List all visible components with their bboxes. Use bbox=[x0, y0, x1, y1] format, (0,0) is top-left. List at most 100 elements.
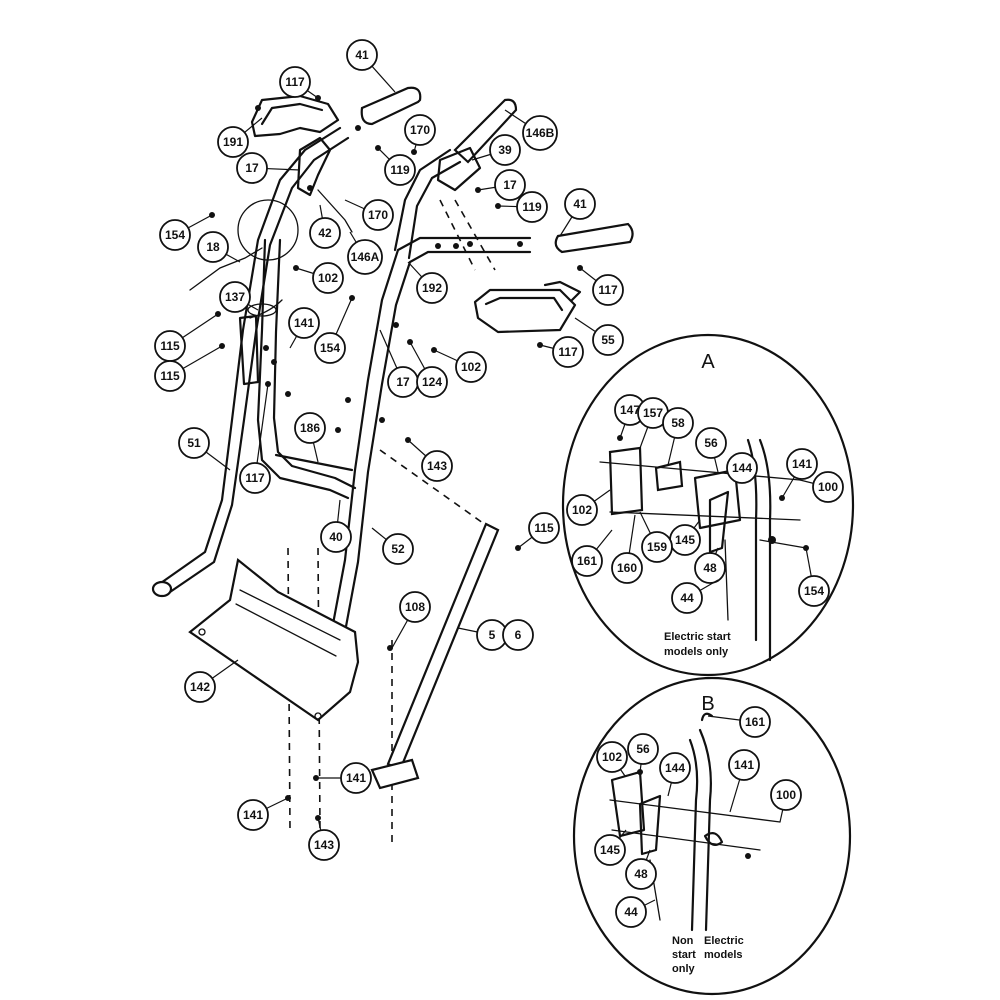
callout-circle bbox=[416, 272, 448, 304]
callout-label: 40 bbox=[329, 530, 343, 544]
callout-circle bbox=[382, 533, 414, 565]
callout-label: 137 bbox=[225, 290, 245, 304]
callout-circle bbox=[239, 462, 271, 494]
callout-117: 117 bbox=[239, 383, 271, 494]
callout-label: 102 bbox=[602, 750, 622, 764]
callout-39: 39 bbox=[471, 134, 521, 166]
callout-circle bbox=[592, 274, 624, 306]
callout-circle bbox=[770, 779, 802, 811]
callout-label: 143 bbox=[427, 459, 447, 473]
callout-label: 117 bbox=[285, 75, 305, 89]
callout-circle bbox=[421, 450, 453, 482]
callout-label: 51 bbox=[187, 436, 201, 450]
callout-circle bbox=[662, 407, 694, 439]
callout-17: 17 bbox=[236, 152, 301, 184]
callout-117: 117 bbox=[579, 267, 624, 306]
callout-circle bbox=[786, 448, 818, 480]
callout-circle bbox=[726, 452, 758, 484]
callout-circle bbox=[184, 671, 216, 703]
callout-label: 117 bbox=[245, 471, 265, 485]
callout-label: 17 bbox=[396, 375, 410, 389]
callout-label: 141 bbox=[792, 457, 812, 471]
callout-circle bbox=[340, 762, 372, 794]
callout-160: 160 bbox=[611, 514, 643, 584]
callout-label: 18 bbox=[206, 240, 220, 254]
callout-circle bbox=[552, 336, 584, 368]
callout-191: 191 bbox=[217, 117, 263, 158]
handle-assembly bbox=[151, 86, 634, 845]
detail-a: A Electric start models only bbox=[561, 333, 855, 677]
callout-52: 52 bbox=[371, 527, 414, 565]
callout-label: 154 bbox=[320, 341, 340, 355]
callout-145: 145 bbox=[594, 829, 627, 866]
callout-circle bbox=[288, 307, 320, 339]
callout-label: 6 bbox=[515, 628, 522, 642]
detail-b-note-left-line3: only bbox=[672, 963, 695, 975]
callout-141: 141 bbox=[237, 797, 289, 831]
callout-circle bbox=[625, 858, 657, 890]
callout-circle bbox=[362, 199, 394, 231]
callout-141: 141 bbox=[781, 448, 818, 499]
callout-circle bbox=[659, 752, 691, 784]
callout-label: 170 bbox=[368, 208, 388, 222]
callout-circle bbox=[798, 575, 830, 607]
callout-146B: 146B bbox=[504, 109, 558, 151]
detail-b-title: B bbox=[701, 693, 714, 715]
callout-102: 102 bbox=[596, 741, 628, 777]
callout-label: 119 bbox=[522, 200, 542, 214]
callout-55: 55 bbox=[574, 317, 624, 356]
callout-label: 17 bbox=[245, 161, 259, 175]
callout-44: 44 bbox=[671, 579, 719, 614]
callout-circle bbox=[494, 169, 526, 201]
detail-a-note-line2: models only bbox=[664, 646, 729, 658]
callout-label: 17 bbox=[503, 178, 517, 192]
callout-102: 102 bbox=[566, 489, 611, 526]
detail-b-note-left-line1: Non bbox=[672, 935, 694, 947]
callout-108: 108 bbox=[391, 591, 431, 649]
detail-b-note-right-line1: Electric bbox=[704, 935, 744, 947]
detail-a-note-line1: Electric start bbox=[664, 631, 731, 643]
callout-17: 17 bbox=[477, 169, 526, 201]
callout-circle bbox=[346, 39, 378, 71]
callout-label: 141 bbox=[734, 758, 754, 772]
callout-170: 170 bbox=[404, 114, 436, 153]
callout-label: 144 bbox=[665, 761, 685, 775]
callout-label: 157 bbox=[643, 406, 663, 420]
callout-circle bbox=[592, 324, 624, 356]
callout-label: 186 bbox=[300, 421, 320, 435]
callout-circle bbox=[197, 231, 229, 263]
callout-circle bbox=[739, 706, 771, 738]
callout-circle bbox=[812, 471, 844, 503]
callout-label: 108 bbox=[405, 600, 425, 614]
callout-circle bbox=[404, 114, 436, 146]
callout-label: 48 bbox=[634, 867, 648, 881]
callout-40: 40 bbox=[320, 499, 352, 553]
callout-42: 42 bbox=[309, 204, 341, 249]
callout-145: 145 bbox=[669, 519, 701, 556]
callout-circle bbox=[314, 332, 346, 364]
callout-circle bbox=[615, 896, 647, 928]
callout-label: 154 bbox=[804, 584, 824, 598]
callout-102: 102 bbox=[295, 262, 344, 294]
callout-label: 115 bbox=[160, 339, 180, 353]
callout-label: 39 bbox=[498, 143, 512, 157]
callout-label: 44 bbox=[624, 905, 638, 919]
callout-label: 124 bbox=[422, 375, 442, 389]
callout-circle bbox=[611, 552, 643, 584]
callout-circle bbox=[308, 829, 340, 861]
callout-label: 141 bbox=[294, 316, 314, 330]
callout-label: 56 bbox=[636, 742, 650, 756]
callout-143: 143 bbox=[308, 817, 340, 861]
callout-label: 58 bbox=[671, 416, 685, 430]
callout-circle bbox=[489, 134, 521, 166]
callout-124: 124 bbox=[409, 341, 448, 398]
callout-119: 119 bbox=[497, 191, 548, 223]
callout-144: 144 bbox=[659, 752, 691, 797]
callout-56: 56 bbox=[627, 733, 659, 773]
callout-label: 41 bbox=[573, 197, 587, 211]
callout-label: 170 bbox=[410, 123, 430, 137]
callout-119: 119 bbox=[377, 147, 416, 186]
callout-192: 192 bbox=[407, 261, 448, 304]
